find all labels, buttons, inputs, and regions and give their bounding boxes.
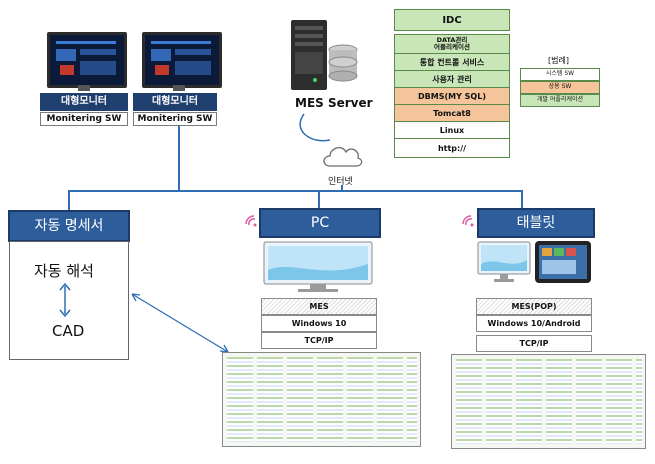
legend-item-dev: 개발 어플리케이션 — [520, 94, 600, 107]
idc-item-linux: Linux — [394, 121, 510, 139]
auto-analysis-label: 자동 해석 — [34, 262, 94, 280]
monitor-1-screen — [47, 32, 127, 88]
pc-stack-mes: MES — [261, 298, 377, 315]
tablet-stack-network: TCP/IP — [476, 335, 592, 352]
idc-item-tomcat: Tomcat8 — [394, 104, 510, 122]
monitor-1-sw-label: Monitering SW — [40, 112, 128, 126]
auto-spec-title: 자동 명세서 — [8, 210, 130, 242]
pc-stack-network: TCP/IP — [261, 332, 377, 349]
line-to-tablet — [521, 190, 523, 208]
server-tower-icon — [291, 20, 358, 90]
line-to-autospec — [68, 190, 70, 210]
monitor-2-screen — [142, 32, 222, 88]
line-backbone — [68, 190, 523, 192]
idc-header: IDC — [394, 9, 510, 31]
idc-item-data: DATA관리 어플리케이션 — [394, 34, 510, 54]
tablet-stack-os: Windows 10/Android — [476, 315, 592, 332]
wifi-icon — [245, 215, 257, 227]
tablet-device-icon — [535, 241, 591, 283]
tablet-title: 태블릿 — [477, 208, 595, 238]
legend-title: [범례] — [548, 56, 569, 65]
idc-item-dbms: DBMS(MY SQL) — [394, 87, 510, 105]
pc-monitor-icon — [263, 241, 373, 292]
tablet-monitor-icon — [477, 241, 531, 282]
pc-stack-os: Windows 10 — [261, 315, 377, 332]
line-to-internet — [341, 185, 343, 191]
mes-screen-thumbnail-pc — [222, 352, 421, 447]
monitor-2-title: 대형모니터 — [133, 93, 217, 111]
tablet-stack-mes: MES(POP) — [476, 298, 592, 315]
auto-spec-body — [9, 241, 129, 360]
idc-item-control: 통합 컨트롤 서비스 — [394, 53, 510, 71]
cad-label: CAD — [52, 322, 85, 340]
server-internet-connector — [299, 113, 331, 142]
idc-item-http: http:// — [394, 138, 510, 158]
spec-to-sheet-arrow — [131, 293, 229, 353]
cloud-icon — [323, 146, 363, 167]
wifi-icon — [462, 215, 474, 227]
legend-item-commercial: 상용 SW — [520, 81, 600, 94]
monitor-2-sw-label: Monitering SW — [133, 112, 217, 126]
double-arrow-icon — [59, 282, 71, 318]
legend-item-system: 시스템 SW — [520, 68, 600, 81]
mes-screen-thumbnail-tablet — [451, 354, 646, 449]
monitor-1-title: 대형모니터 — [40, 93, 128, 111]
server-label: MES Server — [295, 96, 373, 110]
idc-item-user: 사용자 관리 — [394, 70, 510, 88]
line-to-pc — [318, 190, 320, 208]
line-monitor-down — [178, 126, 180, 192]
internet-label: 인터넷 — [328, 177, 353, 187]
pc-title: PC — [259, 208, 381, 238]
